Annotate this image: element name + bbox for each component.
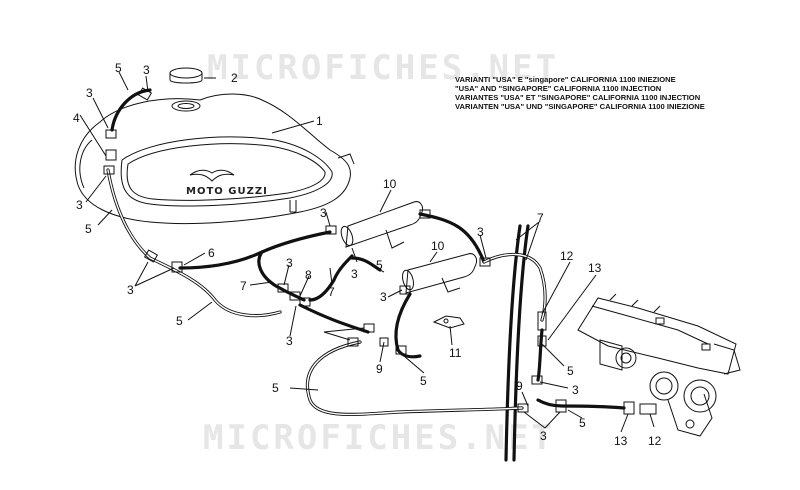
callout-7: 7 <box>328 285 335 299</box>
callout-3: 3 <box>286 334 293 348</box>
callout-8: 8 <box>305 268 312 282</box>
callout-2: 2 <box>231 71 238 85</box>
callout-5: 5 <box>85 222 92 236</box>
callout-13: 13 <box>588 261 602 275</box>
bracket-11 <box>432 315 465 329</box>
callout-5: 5 <box>376 258 383 272</box>
header-line-4: VARIANTEN "USA" UND "SINGAPORE" CALIFORN… <box>455 102 705 111</box>
callout-10: 10 <box>383 177 397 191</box>
callout-3: 3 <box>540 429 547 443</box>
callout-3: 3 <box>86 86 93 100</box>
callout-9: 9 <box>516 379 523 393</box>
clamps <box>103 87 657 415</box>
callout-5: 5 <box>420 374 427 388</box>
callout-7: 7 <box>240 279 247 293</box>
callout-12: 12 <box>648 434 662 448</box>
callout-3: 3 <box>76 198 83 212</box>
callout-4: 4 <box>73 111 80 125</box>
callout-1: 1 <box>316 114 323 128</box>
callout-5: 5 <box>115 61 122 75</box>
callout-3: 3 <box>572 383 579 397</box>
fuel-cap <box>169 67 203 112</box>
watermark-top: MICROFICHES.NET <box>207 48 560 88</box>
callout-3: 3 <box>477 225 484 239</box>
callout-10: 10 <box>431 239 445 253</box>
fuel-filter-lower <box>402 253 477 294</box>
throttle-body <box>577 293 741 437</box>
callout-3: 3 <box>320 206 327 220</box>
callout-5: 5 <box>272 381 279 395</box>
callout-6: 6 <box>208 246 215 260</box>
callout-3: 3 <box>143 63 150 77</box>
callout-13: 13 <box>614 434 628 448</box>
callout-12: 12 <box>560 249 574 263</box>
callout-3: 3 <box>380 290 387 304</box>
fuel-tank: MOTO GUZZI <box>74 93 355 225</box>
callout-9: 9 <box>376 362 383 376</box>
callout-3: 3 <box>351 267 358 281</box>
leader-lines <box>79 71 655 433</box>
callout-11: 11 <box>449 346 462 360</box>
callout-3: 3 <box>286 256 293 270</box>
header-line-2: "USA" AND "SINGAPORE" CALIFORNIA 1100 IN… <box>455 84 662 93</box>
callout-3: 3 <box>127 283 134 297</box>
header-line-1: VARIANTI "USA" E "singapore" CALIFORNIA … <box>455 75 676 84</box>
callout-7: 7 <box>537 211 544 225</box>
fuel-filter-upper <box>340 201 423 249</box>
callout-5: 5 <box>579 416 586 430</box>
fuel-pipes <box>106 88 626 462</box>
callout-5: 5 <box>176 314 183 328</box>
callout-numbers: 1 2 3 3 4 5 3 5 6 3 5 7 3 8 3 7 3 10 5 3… <box>73 61 662 448</box>
tank-brand-label: MOTO GUZZI <box>186 186 268 197</box>
header-line-3: VARIANTES "USA" ET "SINGAPORE" CALIFORNI… <box>455 93 701 102</box>
watermark-bottom: MICROFICHES.NET <box>203 418 556 458</box>
callout-5: 5 <box>567 364 574 378</box>
